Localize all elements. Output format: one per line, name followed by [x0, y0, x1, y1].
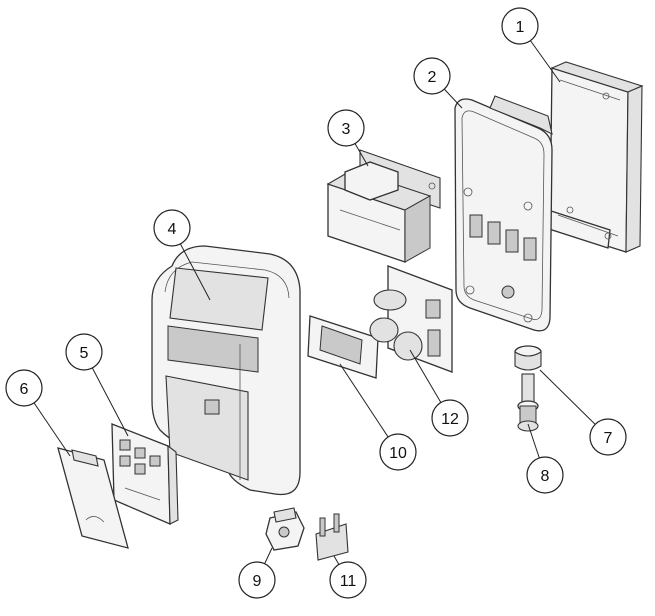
callout-10: 10 — [379, 433, 417, 471]
callout-number: 12 — [441, 411, 459, 428]
callout-1: 1 — [501, 7, 539, 45]
callout-circle — [153, 209, 191, 247]
part-4-front-cover — [151, 245, 301, 496]
callout-6: 6 — [5, 369, 43, 407]
callout-number: 9 — [253, 573, 262, 590]
callout-number: 4 — [168, 221, 177, 238]
callout-circle — [65, 333, 103, 371]
callout-11: 11 — [329, 561, 367, 599]
callout-circle — [526, 456, 564, 494]
callout-number: 10 — [389, 445, 407, 462]
callout-3: 3 — [327, 109, 365, 147]
callout-number: 1 — [516, 19, 525, 36]
part-8-cord-grip — [517, 373, 539, 432]
callout-circle — [329, 561, 367, 599]
callout-circle — [413, 57, 451, 95]
callout-number: 11 — [340, 573, 357, 590]
callout-circle — [431, 399, 469, 437]
callout-number: 2 — [428, 69, 437, 86]
part-5-control-board — [111, 423, 179, 525]
callout-8: 8 — [526, 456, 564, 494]
callout-5: 5 — [65, 333, 103, 371]
part-9-connector — [265, 507, 305, 551]
part-7-cord-nut — [514, 345, 542, 371]
part-1-mounting-bracket — [545, 61, 644, 253]
callout-circle — [5, 369, 43, 407]
callout-number: 8 — [541, 468, 550, 485]
part-11-terminal — [315, 513, 349, 561]
callout-circle — [238, 561, 276, 599]
part-6-front-door — [57, 447, 129, 549]
part-12-circuit-board — [369, 265, 453, 373]
callout-circle — [379, 433, 417, 471]
callout-circle — [589, 418, 627, 456]
callout-9: 9 — [238, 561, 276, 599]
part-3-transformer — [326, 149, 441, 263]
callout-circle — [327, 109, 365, 147]
callout-circle — [501, 7, 539, 45]
callout-number: 5 — [80, 345, 89, 362]
callout-4: 4 — [153, 209, 191, 247]
callout-number: 6 — [20, 381, 29, 398]
callout-2: 2 — [413, 57, 451, 95]
callout-number: 7 — [604, 430, 613, 447]
callout-number: 3 — [342, 121, 351, 138]
callout-12: 12 — [431, 399, 469, 437]
part-10-switch — [307, 315, 379, 379]
callout-7: 7 — [589, 418, 627, 456]
part-2-back-housing — [454, 95, 553, 332]
